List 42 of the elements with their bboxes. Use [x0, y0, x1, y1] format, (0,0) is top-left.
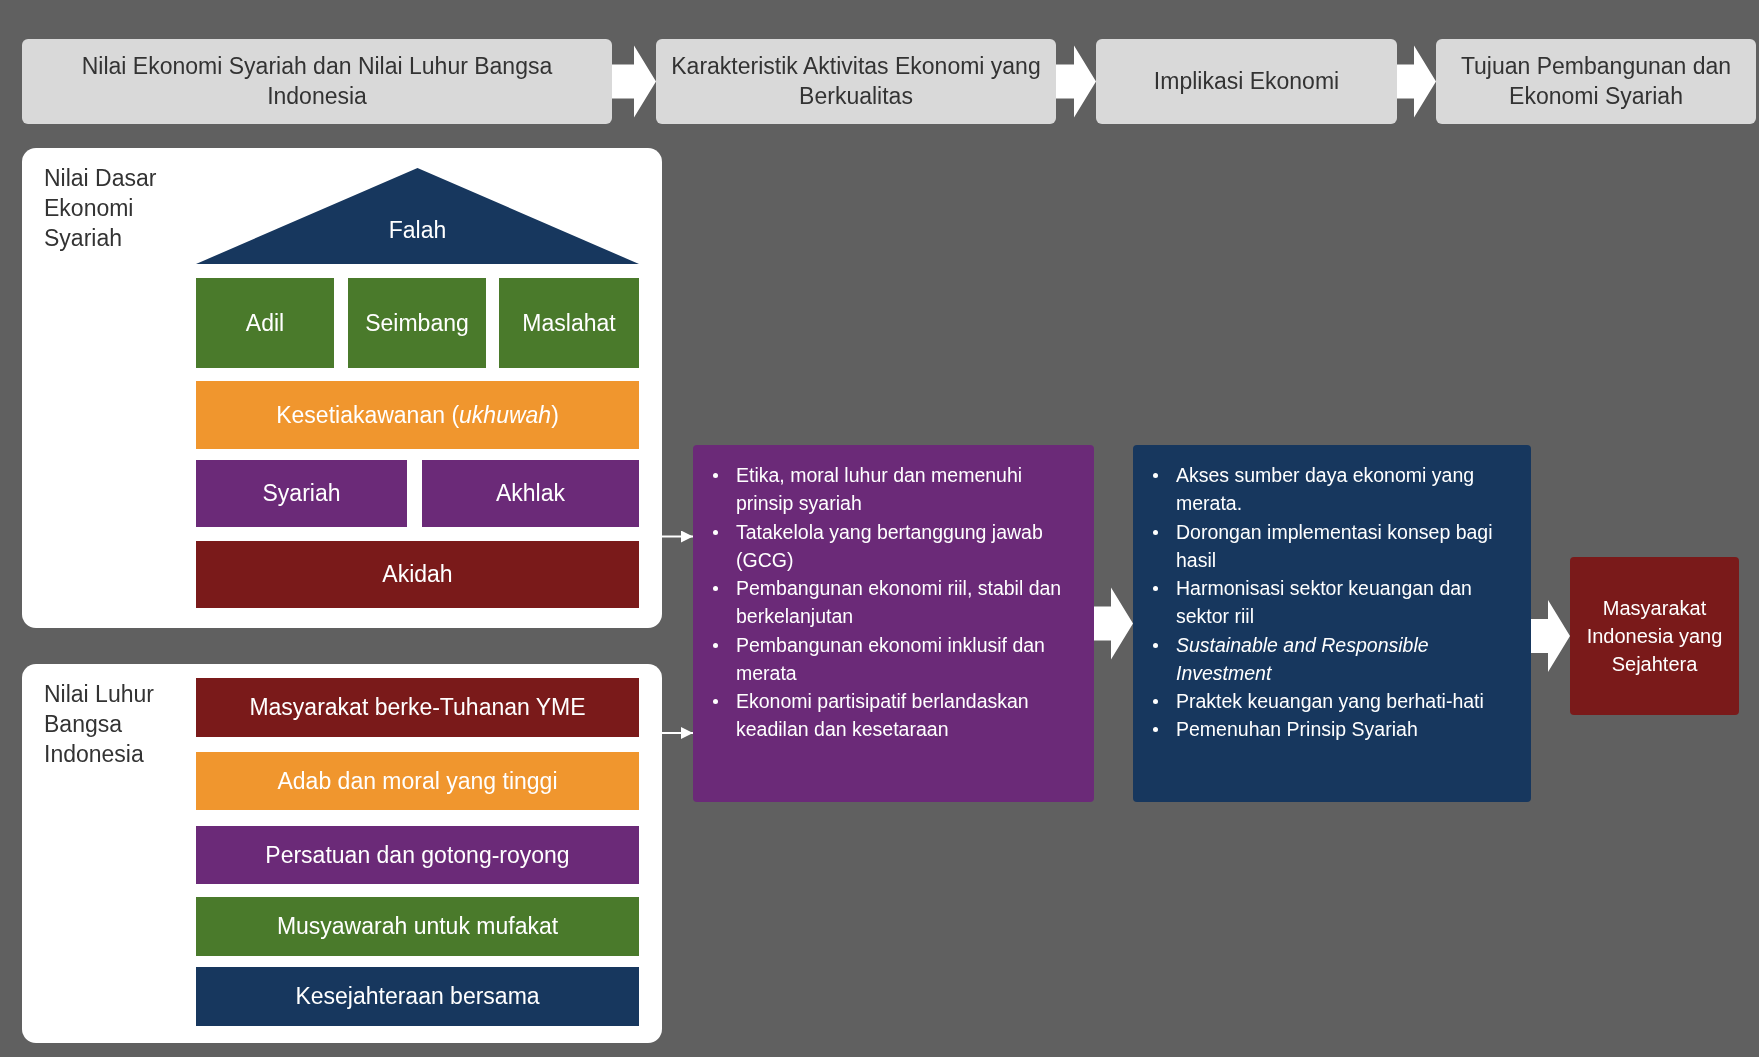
pillar-block: Masyarakat berke-Tuhanan YME — [196, 678, 639, 737]
bullet-card — [1133, 445, 1531, 802]
list-item: Sustainable and Responsible Investment — [1176, 632, 1430, 686]
list-item: Pembangunan ekonomi inklusif dan merata — [736, 632, 1046, 686]
list-item: Akses sumber daya ekonomi yang merata. — [1176, 463, 1476, 517]
pillar-block: Kesejahteraan bersama — [196, 967, 639, 1026]
list-item: Ekonomi partisipatif berlandaskan keadilan dan kesetaraan — [736, 689, 1030, 743]
block-arrow — [1056, 45, 1096, 118]
pillar-block: Syariah — [196, 460, 407, 527]
goal-box: Masyarakat Indonesia yang Sejahtera — [1570, 557, 1739, 715]
stage-banner: Karakteristik Aktivitas Ekonomi yang Berkualitas — [656, 39, 1056, 124]
pillar-block: Seimbang — [348, 278, 486, 368]
list-item: Dorongan implementasi konsep bagi hasil — [1176, 519, 1494, 573]
list-item: Pemenuhan Prinsip Syariah — [1176, 717, 1418, 743]
list-item: Pembangunan ekonomi riil, stabil dan berkelanjutan — [736, 576, 1063, 630]
block-arrow — [1531, 600, 1570, 672]
block-arrow — [612, 45, 656, 118]
pillar-block: Adab dan moral yang tinggi — [196, 752, 639, 810]
list-item: Tatakelola yang bertanggung jawab (GCG) — [736, 519, 1044, 573]
bullet-card — [693, 445, 1094, 802]
panel-card — [22, 664, 662, 1043]
pillar-block: Persatuan dan gotong-royong — [196, 826, 639, 884]
panel-card — [22, 148, 662, 628]
stage-banner: Nilai Ekonomi Syariah dan Nilai Luhur Bangsa Indonesia — [22, 39, 612, 124]
list-item: Harmonisasi sektor keuangan dan sektor riil — [1176, 576, 1473, 630]
block-arrow — [1094, 587, 1133, 660]
pillar-block: Adil — [196, 278, 334, 368]
roof-label: Falah — [387, 217, 448, 244]
pillar-block: Maslahat — [499, 278, 639, 368]
pillar-block: Musyawarah untuk mufakat — [196, 897, 639, 956]
list-item: Etika, moral luhur dan memenuhi prinsip syariah — [736, 463, 1024, 517]
block-arrow — [1397, 45, 1436, 118]
panel-title: Nilai Luhur Bangsa Indonesia — [44, 680, 155, 769]
stage-banner: Tujuan Pembangunan dan Ekonomi Syariah — [1436, 39, 1756, 124]
panel-title: Nilai Dasar Ekonomi Syariah — [44, 164, 158, 253]
stage-banner: Implikasi Ekonomi — [1096, 39, 1397, 124]
pillar-block: Akidah — [196, 541, 639, 608]
arrow — [661, 727, 694, 739]
pillar-block: Kesetiakawanan (ukhuwah) — [196, 381, 639, 449]
pillar-block: Akhlak — [422, 460, 639, 527]
list-item: Praktek keuangan yang berhati-hati — [1176, 689, 1484, 715]
arrow — [661, 530, 694, 543]
